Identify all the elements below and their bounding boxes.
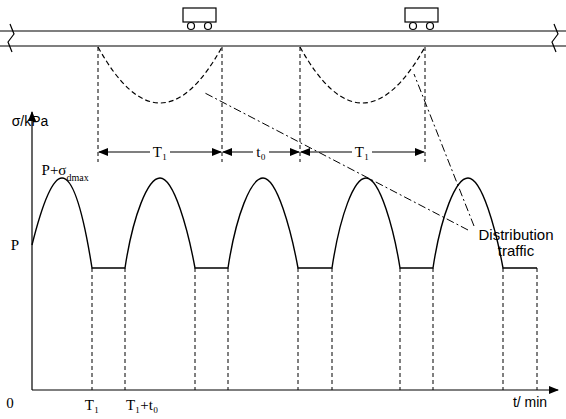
interval-label: t₀ <box>253 144 268 161</box>
period-label: T₁ <box>352 144 372 161</box>
base-stress-label: P <box>11 237 19 254</box>
origin-label: 0 <box>6 395 14 412</box>
peak-stress-label: P+σ <box>42 162 67 179</box>
axis-label: t/ min <box>513 395 547 410</box>
subscript: dmax <box>66 172 88 183</box>
time-tick: T₁ <box>85 397 99 414</box>
axis-label: σ/kPa <box>12 114 49 129</box>
period-label: T₁ <box>150 144 170 161</box>
annotation: Distribution traffic <box>469 227 563 260</box>
time-tick: T₁+t₀ <box>126 397 158 414</box>
